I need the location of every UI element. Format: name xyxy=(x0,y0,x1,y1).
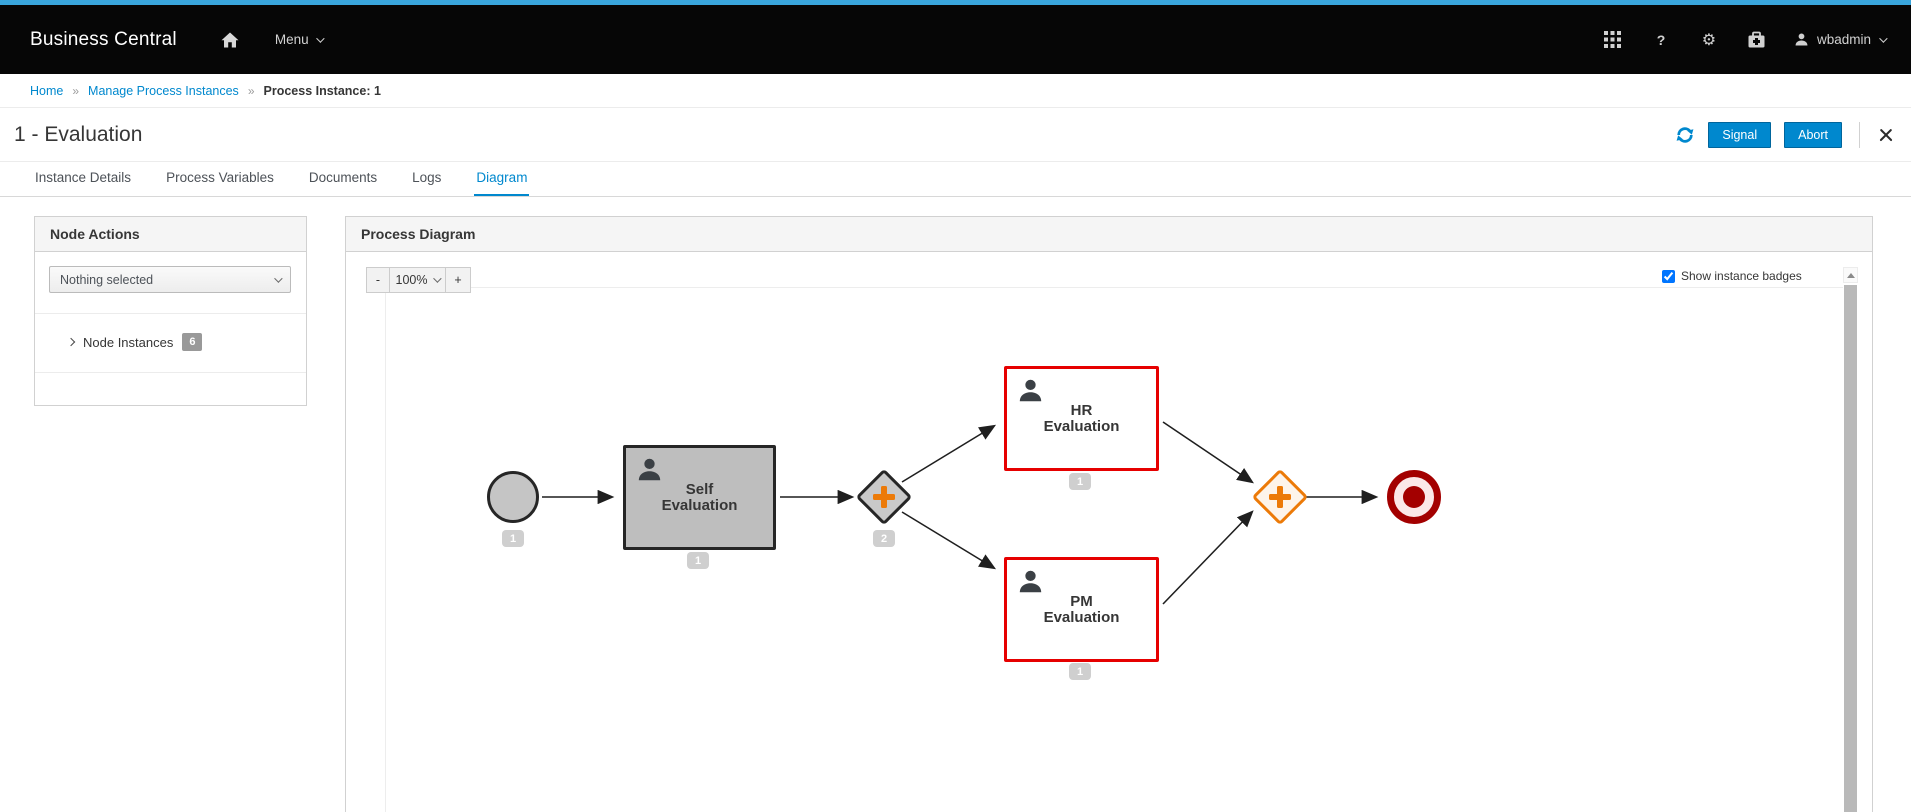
node-select-value: Nothing selected xyxy=(60,272,154,287)
divider xyxy=(1859,121,1860,148)
grid-icon xyxy=(1604,31,1622,48)
node-instances-count-badge: 6 xyxy=(182,333,203,351)
tab-instance-details[interactable]: Instance Details xyxy=(35,170,132,185)
start-event-node[interactable] xyxy=(487,471,539,523)
user-task-icon xyxy=(1019,379,1042,402)
abort-button[interactable]: Abort xyxy=(1784,121,1842,148)
brand-title: Business Central xyxy=(30,28,177,50)
node-actions-panel: Node Actions Nothing selected Node Insta… xyxy=(34,216,307,406)
chevron-down-icon xyxy=(1879,33,1888,43)
process-diagram-body: - 100% + Show instance badges xyxy=(346,252,1872,812)
chevron-down-icon xyxy=(433,274,443,283)
user-task-icon xyxy=(1019,570,1042,593)
breadcrumb-manage-process-instances[interactable]: Manage Process Instances xyxy=(88,83,239,98)
breadcrumb-separator: » xyxy=(72,83,80,98)
node-instances-label: Node Instances xyxy=(83,334,174,350)
node-actions-body: Nothing selected Node Instances 6 xyxy=(35,252,306,405)
task-label: HR xyxy=(1070,401,1093,419)
zoom-in-button[interactable]: + xyxy=(446,267,471,293)
zoom-controls: - 100% + xyxy=(366,267,471,293)
chevron-right-icon xyxy=(66,337,76,347)
triangle-up-icon xyxy=(1846,272,1855,278)
end-event-node[interactable] xyxy=(1387,470,1441,524)
tab-process-variables[interactable]: Process Variables xyxy=(166,170,274,185)
user-icon xyxy=(1795,33,1808,46)
help-button[interactable]: ? xyxy=(1650,29,1672,51)
app-launcher-button[interactable] xyxy=(1602,29,1624,51)
bpmn-diagram: 1 Self Evaluation 1 2 xyxy=(346,252,1872,812)
tab-bar: Instance Details Process Variables Docum… xyxy=(0,162,1911,197)
hr-task-badge: 1 xyxy=(1069,473,1091,490)
show-instance-badges-toggle: Show instance badges xyxy=(1662,269,1802,283)
task-label: Evaluation xyxy=(661,496,738,514)
process-diagram-panel: Process Diagram - 100% + Show instance b… xyxy=(345,216,1873,812)
toolkit-icon xyxy=(1748,31,1765,47)
task-label: PM xyxy=(1070,592,1093,610)
task-label: Evaluation xyxy=(1043,608,1120,626)
pm-task-badge: 1 xyxy=(1069,663,1091,680)
breadcrumb-home[interactable]: Home xyxy=(30,83,64,98)
node-instances-toggle[interactable]: Node Instances 6 xyxy=(66,327,203,357)
username-label: wbadmin xyxy=(1816,32,1871,47)
divider xyxy=(35,313,306,314)
user-menu[interactable]: wbadmin xyxy=(1794,32,1888,47)
task-self-evaluation[interactable]: Self Evaluation xyxy=(623,445,776,550)
zoom-out-button[interactable]: - xyxy=(366,267,389,293)
task-label: Evaluation xyxy=(1043,417,1120,435)
menu-label: Menu xyxy=(274,32,309,47)
help-icon: ? xyxy=(1656,31,1666,48)
split-gateway-badge: 2 xyxy=(873,530,895,547)
tab-diagram[interactable]: Diagram xyxy=(474,162,530,196)
home-icon xyxy=(221,32,239,47)
scroll-up-button[interactable] xyxy=(1843,267,1858,283)
breadcrumb: Home » Manage Process Instances » Proces… xyxy=(0,74,1911,108)
menu-dropdown[interactable]: Menu xyxy=(274,32,325,47)
signal-button[interactable]: Signal xyxy=(1708,121,1772,148)
zoom-level-dropdown[interactable]: 100% xyxy=(389,267,446,293)
sequence-flows xyxy=(542,421,1379,605)
vertical-scrollbar xyxy=(1843,267,1858,812)
masthead-utilities: ? ⚙ wbadmin xyxy=(1602,29,1888,51)
task-hr-evaluation[interactable]: HR Evaluation xyxy=(1004,366,1159,471)
refresh-icon xyxy=(1676,126,1694,143)
divider xyxy=(35,372,306,373)
node-actions-header: Node Actions xyxy=(35,217,306,252)
scrollbar-thumb[interactable] xyxy=(1844,285,1857,812)
user-task-icon xyxy=(638,458,661,481)
task-pm-evaluation[interactable]: PM Evaluation xyxy=(1004,557,1159,662)
chevron-down-icon xyxy=(315,33,325,43)
masthead: Business Central Menu ? xyxy=(0,0,1911,74)
home-nav-button[interactable] xyxy=(221,31,239,49)
zoom-level-value: 100% xyxy=(395,273,428,287)
node-select-dropdown[interactable]: Nothing selected xyxy=(49,266,291,293)
tab-documents[interactable]: Documents xyxy=(308,170,378,185)
task-label: Self xyxy=(685,480,714,498)
show-instance-badges-label: Show instance badges xyxy=(1681,269,1802,283)
tab-logs[interactable]: Logs xyxy=(412,170,442,185)
admin-tools-button[interactable] xyxy=(1746,29,1768,51)
gear-icon: ⚙ xyxy=(1701,31,1717,49)
page-title: 1 - Evaluation xyxy=(14,122,143,146)
close-icon[interactable] xyxy=(1877,126,1895,144)
title-bar: 1 - Evaluation Signal Abort xyxy=(0,108,1911,162)
settings-button[interactable]: ⚙ xyxy=(1698,29,1720,51)
breadcrumb-current: Process Instance: 1 xyxy=(263,83,381,98)
title-actions: Signal Abort xyxy=(1675,121,1895,148)
show-instance-badges-checkbox[interactable] xyxy=(1662,269,1675,283)
chevron-down-icon xyxy=(274,273,283,283)
start-event-badge: 1 xyxy=(502,530,524,547)
diagram-canvas xyxy=(385,287,1843,812)
self-task-badge: 1 xyxy=(687,552,709,569)
process-diagram-header: Process Diagram xyxy=(346,217,1872,252)
refresh-button[interactable] xyxy=(1675,125,1695,145)
breadcrumb-separator: » xyxy=(247,83,255,98)
